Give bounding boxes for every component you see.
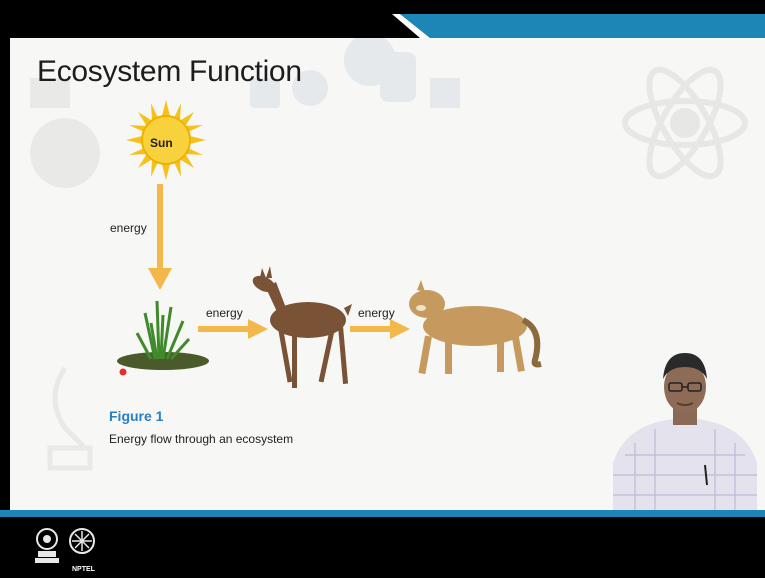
energy-label-to-cougar: energy xyxy=(358,306,395,320)
nptel-logo xyxy=(68,525,96,561)
top-bar xyxy=(0,0,765,38)
chart-watermark-icon xyxy=(430,78,460,108)
microscope-icon xyxy=(50,368,90,468)
bottom-accent-band xyxy=(0,510,765,517)
phone-watermark-icon xyxy=(380,52,416,102)
cougar-icon xyxy=(405,278,545,378)
bottom-bar xyxy=(0,517,765,578)
energy-arrow-down xyxy=(146,184,176,294)
energy-label-to-deer: energy xyxy=(206,306,243,320)
slide-content: Ecosystem Function Sun energy xyxy=(10,38,765,515)
deer-icon xyxy=(248,258,358,393)
pointer-dot xyxy=(119,368,127,376)
figure-caption: Energy flow through an ecosystem xyxy=(109,432,293,446)
figure-label: Figure 1 xyxy=(109,408,163,424)
iit-kharagpur-logo xyxy=(32,525,62,565)
energy-arrow-to-cougar xyxy=(350,319,410,339)
sun-label: Sun xyxy=(150,136,173,150)
gear-icon xyxy=(30,78,100,188)
slide-title: Ecosystem Function xyxy=(37,55,302,89)
atom-icon xyxy=(625,60,745,186)
top-bar-accent-shape xyxy=(0,0,765,38)
nptel-text: NPTEL xyxy=(72,566,95,573)
energy-label-vertical: energy xyxy=(110,221,147,235)
presenter-video xyxy=(605,345,765,515)
